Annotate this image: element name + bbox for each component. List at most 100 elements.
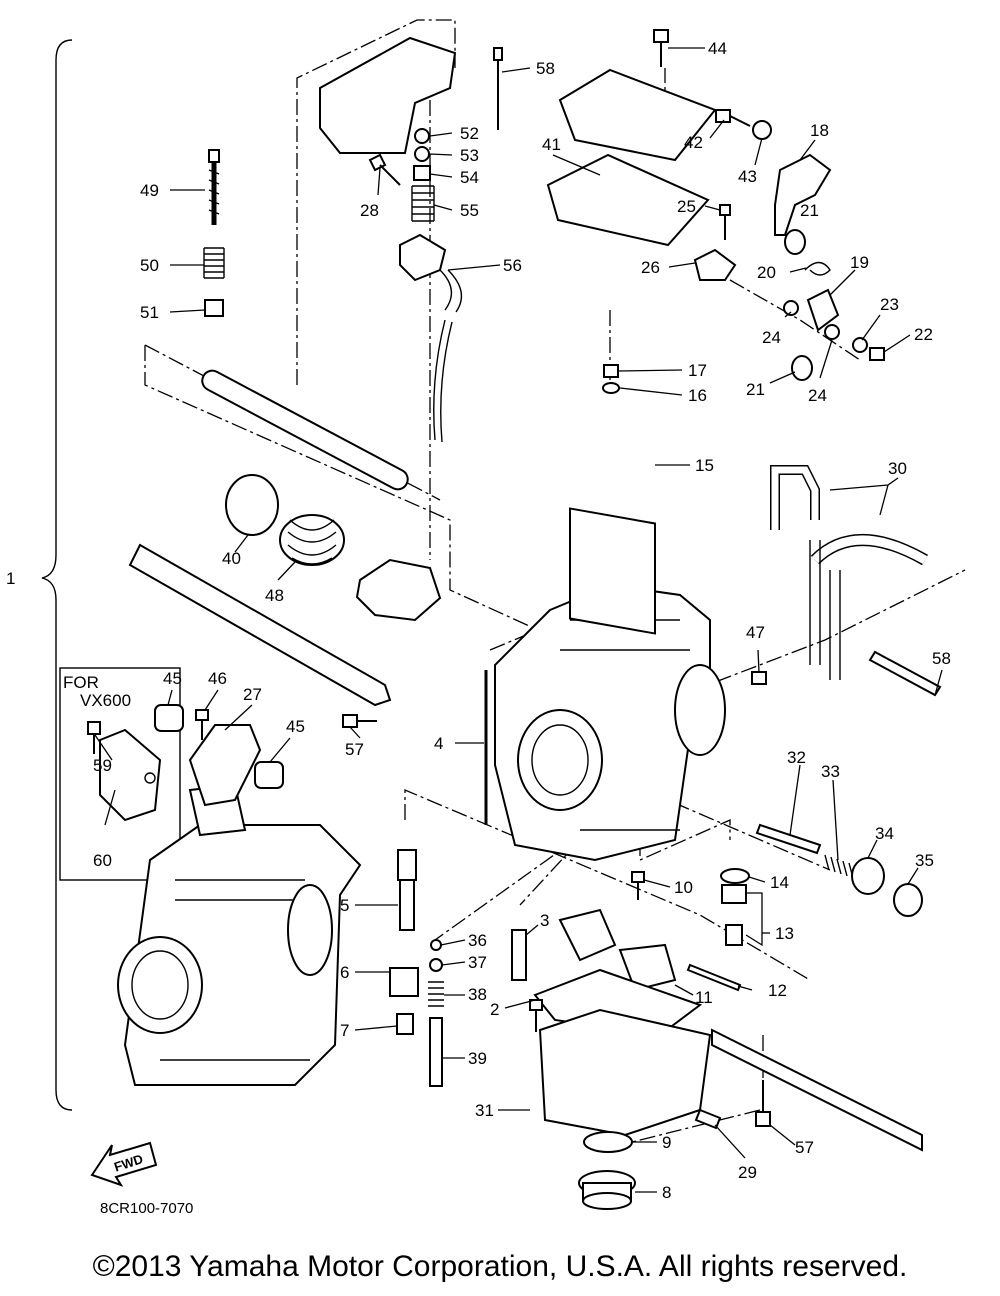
spring-48	[279, 514, 345, 566]
callout-58-top: 58	[536, 59, 555, 78]
float-11	[558, 908, 677, 992]
throttle-lever	[355, 558, 442, 622]
screw-31	[529, 999, 543, 1032]
nut-22	[869, 347, 885, 361]
spring-20	[804, 261, 831, 276]
washer-54	[413, 165, 431, 181]
callout-6: 6	[340, 963, 349, 982]
callout-43: 43	[738, 167, 757, 186]
washer-52	[414, 128, 430, 144]
callout-29: 29	[738, 1163, 757, 1182]
throttle-bracket	[319, 36, 457, 154]
callout-11: 11	[695, 988, 713, 1007]
callout-49: 49	[140, 181, 159, 200]
callout-46: 46	[208, 669, 227, 688]
cap-35	[893, 883, 923, 917]
screw-29	[694, 1108, 722, 1130]
screw-59	[87, 721, 101, 754]
washer-24-right	[824, 324, 840, 340]
leader-lines	[94, 47, 943, 1193]
callout-12: 12	[768, 981, 787, 1000]
callout-labels: 1 2 3 4 5 6 7 8 9 10 11 12 13 14 15 16 1…	[6, 39, 951, 1202]
carburetor-exploded-diagram: FWD 8CR100-7070 FOR VX600	[6, 19, 966, 1217]
callout-44: 44	[708, 39, 727, 58]
callout-47: 47	[746, 623, 765, 642]
callout-50: 50	[140, 256, 159, 275]
starter-plunger-56	[399, 233, 463, 443]
callout-7: 7	[340, 1021, 349, 1040]
callout-16: 16	[688, 386, 707, 405]
carburetor-body-left	[117, 783, 362, 1086]
callout-27: 27	[243, 685, 262, 704]
needle-jet-5	[397, 849, 417, 931]
o-ring-14	[720, 868, 750, 884]
callout-25: 25	[677, 197, 696, 216]
callout-56: 56	[503, 256, 522, 275]
screw-32	[755, 823, 822, 855]
callout-34: 34	[875, 824, 894, 843]
callout-33: 33	[821, 762, 840, 781]
pin-12	[686, 963, 742, 992]
callout-32: 32	[787, 748, 806, 767]
callout-26: 26	[641, 258, 660, 277]
pilot-screw-49	[208, 149, 220, 225]
callout-57-right: 57	[795, 1138, 814, 1157]
float-chamber	[538, 1008, 712, 1137]
washer-51	[204, 299, 224, 317]
callout-42: 42	[684, 133, 703, 152]
gasket-41	[546, 153, 710, 247]
callout-55: 55	[460, 201, 479, 220]
holder-6	[389, 967, 419, 997]
callout-39: 39	[468, 1049, 487, 1068]
o-ring-36	[430, 939, 442, 951]
callout-48: 48	[265, 586, 284, 605]
variant-note-line1: FOR	[63, 673, 99, 692]
callout-59: 59	[93, 756, 112, 775]
screw-28	[368, 153, 401, 186]
callout-18: 18	[810, 121, 829, 140]
callout-35: 35	[915, 851, 934, 870]
nut-17	[603, 364, 619, 378]
callout-37: 37	[468, 953, 487, 972]
connecting-rod	[201, 369, 409, 491]
cover-top	[558, 68, 717, 162]
callout-23: 23	[880, 295, 899, 314]
spring-50	[203, 247, 225, 279]
callout-14: 14	[770, 873, 789, 892]
screw-39	[429, 1017, 443, 1087]
callout-54: 54	[460, 168, 479, 187]
carburetor-body-main	[494, 583, 726, 862]
cap-34	[851, 857, 885, 895]
callout-45-left: 45	[163, 669, 182, 688]
assembly-bracket	[41, 39, 73, 1111]
o-ring-9	[583, 1131, 633, 1153]
float-chamber-cover-15	[569, 507, 656, 635]
callout-17: 17	[688, 361, 707, 380]
callout-41: 41	[542, 135, 561, 154]
callout-24-left: 24	[762, 328, 781, 347]
callout-22: 22	[914, 325, 933, 344]
callout-53: 53	[460, 146, 479, 165]
spring-33	[824, 854, 854, 879]
washer-16	[602, 382, 620, 394]
spring-38	[428, 981, 444, 1007]
callout-24-right: 24	[808, 386, 827, 405]
callout-38: 38	[468, 985, 487, 1004]
washer-23	[852, 337, 868, 353]
bracket-27	[188, 724, 262, 807]
callout-58-right: 58	[932, 649, 951, 668]
screw-46	[195, 709, 209, 740]
callout-3: 3	[540, 911, 549, 930]
tie-band-58-right	[868, 650, 942, 697]
callout-10: 10	[674, 878, 693, 897]
collar-40	[225, 474, 279, 536]
callout-31: 31	[475, 1101, 494, 1120]
lever-19	[806, 288, 840, 332]
callout-4: 4	[434, 734, 443, 753]
screw-10	[631, 871, 645, 900]
nut-53	[414, 146, 430, 162]
spring-55	[411, 185, 435, 222]
washer-37	[429, 958, 443, 972]
fwd-arrow-icon: FWD	[90, 1141, 158, 1187]
main-jet-7	[396, 1013, 414, 1035]
